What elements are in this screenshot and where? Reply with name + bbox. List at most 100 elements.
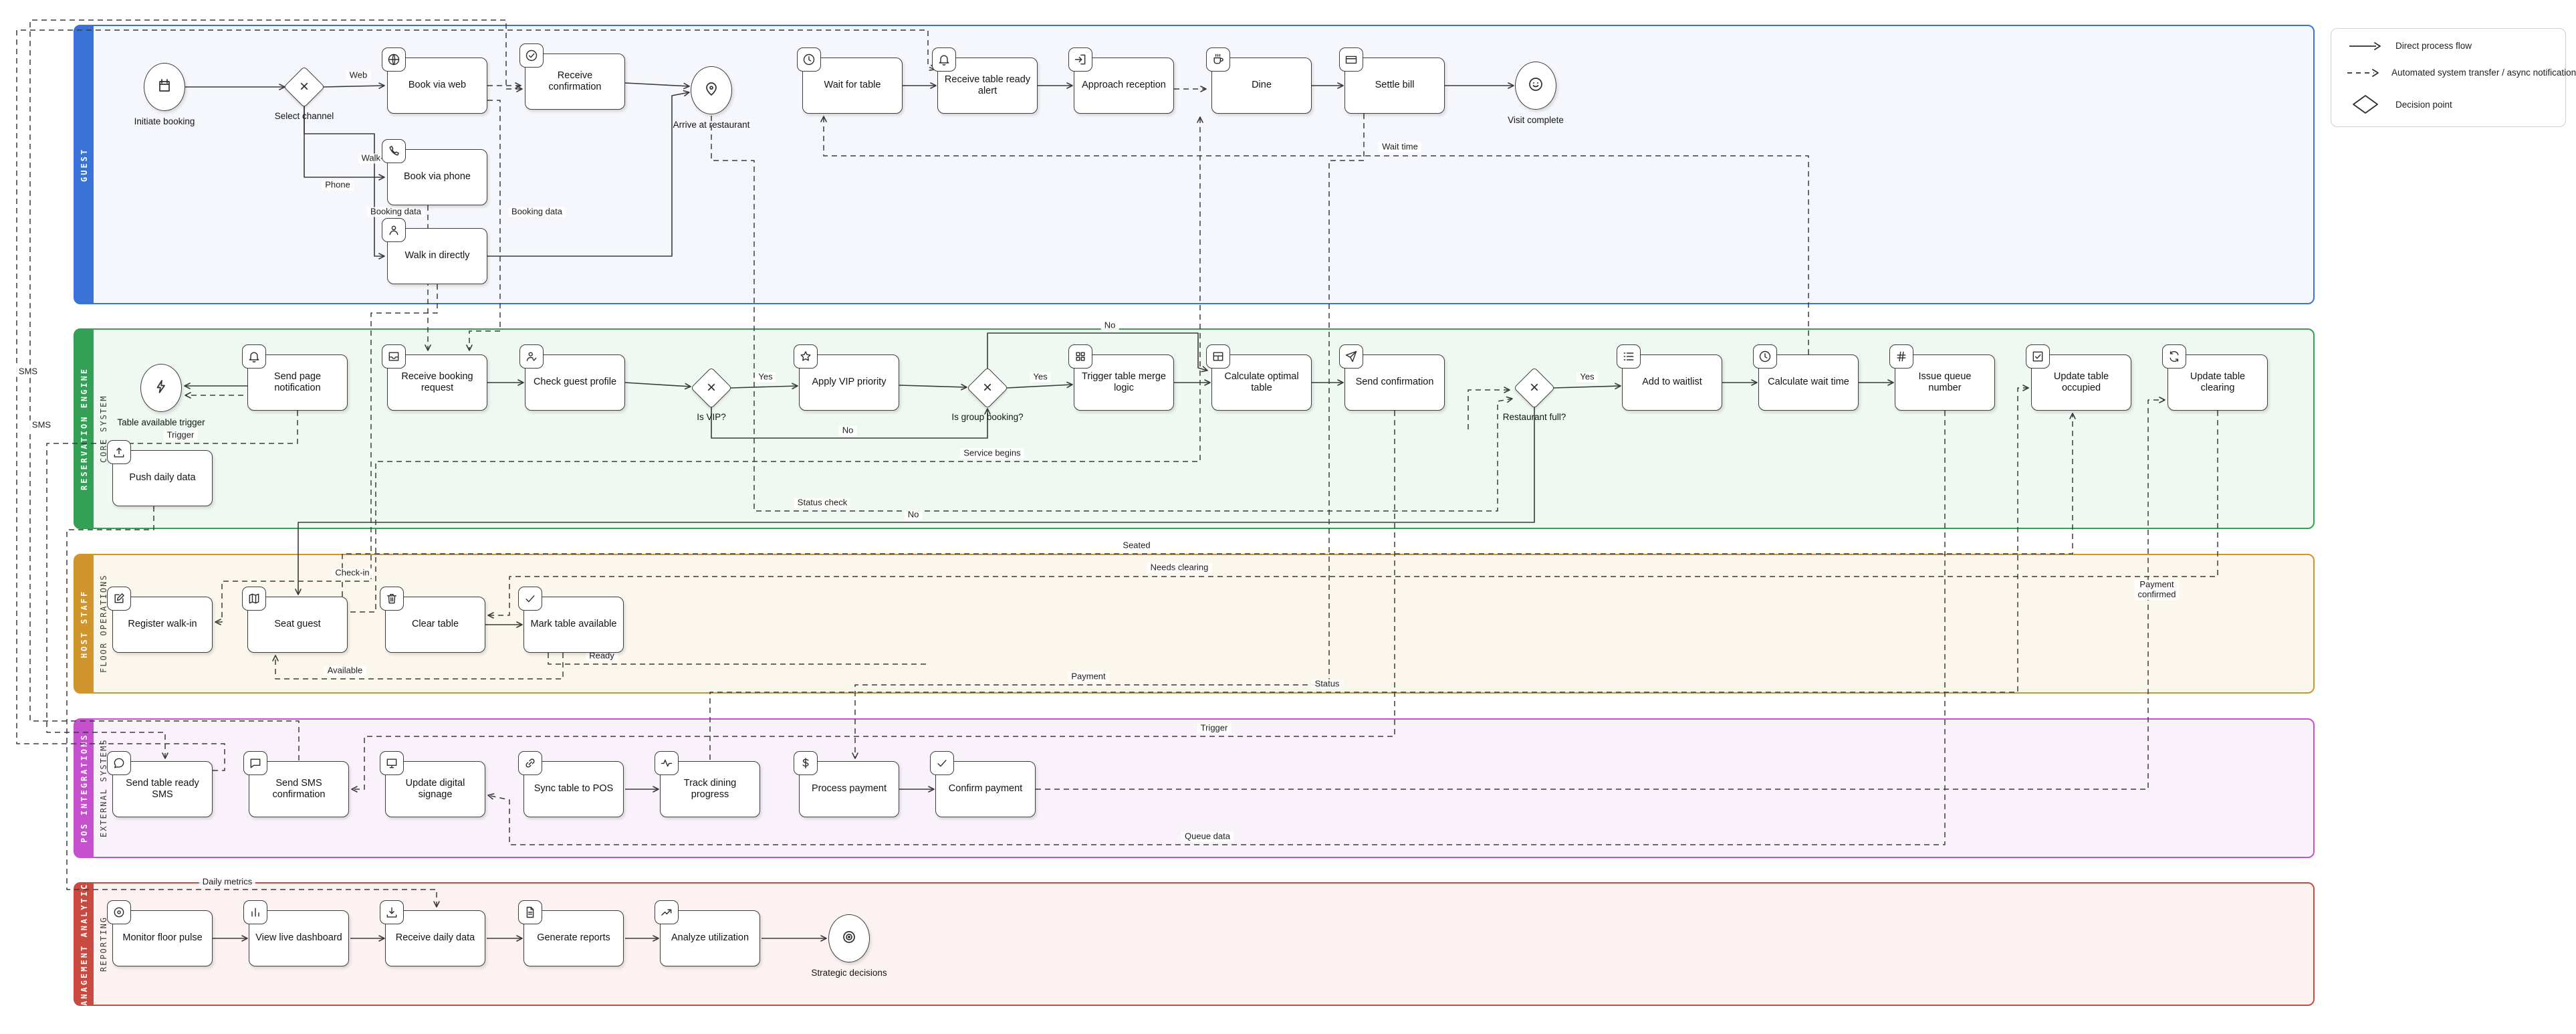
x-gateway-icon: × xyxy=(706,379,716,397)
edge-label: Yes xyxy=(1030,372,1051,383)
bolt-icon xyxy=(153,379,169,398)
edge-label: Wait time xyxy=(1379,142,1421,152)
edge-label: SMS xyxy=(15,367,41,377)
bell-icon xyxy=(242,344,266,369)
check-icon xyxy=(518,587,542,611)
async-flow-edge xyxy=(487,411,2218,619)
check-circle-icon xyxy=(519,43,544,68)
task-label: Receive confirmation xyxy=(548,70,602,92)
task-label: Send page notification xyxy=(273,371,322,393)
async-flow-edge xyxy=(548,653,927,665)
gateway-is-group-booking: × xyxy=(966,367,1009,409)
task-seat-guest: Seat guest xyxy=(242,587,348,653)
task-label: Book via web xyxy=(408,80,467,91)
task-label: Send confirmation xyxy=(1355,377,1434,388)
target-icon xyxy=(841,929,857,948)
task-update-digital-signage: Update digital signage xyxy=(380,751,485,817)
end-visit-complete xyxy=(1515,62,1556,110)
task-label: Add to waitlist xyxy=(1642,377,1702,388)
check-icon xyxy=(930,751,954,775)
task-label: Receive daily data xyxy=(395,932,475,944)
edit-icon xyxy=(107,587,131,611)
edge-label: Payment xyxy=(1068,671,1109,682)
task-label: Trigger table merge logic xyxy=(1082,371,1166,393)
globe-icon xyxy=(382,47,406,72)
task-label: Book via phone xyxy=(404,171,471,183)
edge-label: Yes xyxy=(755,372,776,383)
task-label: Calculate wait time xyxy=(1768,377,1849,388)
end-strategic-decisions xyxy=(828,914,870,962)
legend-label: Direct process flow xyxy=(2395,41,2472,51)
task-label: Update table clearing xyxy=(2190,371,2246,393)
grid-icon xyxy=(1068,344,1092,369)
edge-label: Ready xyxy=(586,651,618,661)
async-flow-edge xyxy=(215,284,438,625)
edge-label: Booking data xyxy=(508,207,566,217)
hash-icon xyxy=(1889,344,1913,369)
lane-pos-integrations-bar xyxy=(75,720,94,857)
trend-icon xyxy=(655,900,679,924)
process-flow-edge xyxy=(487,90,690,257)
calendar-icon xyxy=(156,78,172,97)
list-icon xyxy=(1617,344,1641,369)
task-label: Approach reception xyxy=(1082,80,1166,91)
x-gateway-icon: × xyxy=(299,78,309,96)
x-gateway-icon: × xyxy=(982,379,992,397)
task-label: Receive booking request xyxy=(401,371,473,393)
x-gateway-icon: × xyxy=(1529,379,1539,397)
edge-label: No xyxy=(1100,320,1119,331)
lane-guest-bar xyxy=(75,26,94,303)
task-label: Register walk-in xyxy=(128,619,197,630)
edge-label: Yes xyxy=(1576,372,1598,383)
legend-row: Automated system transfer / async notifi… xyxy=(2346,68,2576,78)
file-icon xyxy=(518,900,542,924)
task-book-via-web: Book via web xyxy=(382,47,487,114)
task-monitor-floor-pulse: Monitor floor pulse xyxy=(107,900,213,966)
task-label: Generate reports xyxy=(537,932,610,944)
task-wait-for-table: Wait for table xyxy=(797,47,903,114)
edge-label: Status xyxy=(1311,679,1343,690)
dashed-arrow-icon xyxy=(2346,68,2381,78)
edge-label: Queue data xyxy=(1181,831,1234,842)
task-settle-bill: Settle bill xyxy=(1339,47,1445,114)
process-flow-edge xyxy=(304,106,385,260)
start-arrive-at-restaurant xyxy=(691,66,732,114)
async-flow-edge xyxy=(852,114,1365,759)
task-add-to-waitlist: Add to waitlist xyxy=(1617,344,1722,411)
gateway-label: Select channel xyxy=(274,111,334,121)
task-confirm-payment: Confirm payment xyxy=(930,751,1036,817)
edge-label: Check-in xyxy=(332,568,373,579)
cup-icon xyxy=(1206,47,1230,72)
edge-label: Available xyxy=(324,665,366,676)
task-label: Apply VIP priority xyxy=(812,377,887,388)
download-icon xyxy=(380,900,404,924)
event-label: Strategic decisions xyxy=(811,968,887,978)
task-view-live-dashboard: View live dashboard xyxy=(243,900,349,966)
process-flow-edge xyxy=(1006,381,1073,389)
task-label: Walk in directly xyxy=(404,250,470,262)
process-flow-edge xyxy=(987,332,1208,373)
task-label: Process payment xyxy=(811,783,887,795)
edge-label: Seated xyxy=(1119,540,1154,551)
task-label: Analyze utilization xyxy=(671,932,749,944)
gateway-is-vip: × xyxy=(690,367,733,409)
task-issue-queue-number: Issue queue number xyxy=(1889,344,1995,411)
eye-icon xyxy=(107,900,131,924)
process-flow-edge xyxy=(624,82,690,90)
gateway-select-channel: × xyxy=(283,66,326,108)
task-label: Seat guest xyxy=(274,619,321,630)
event-label: Initiate booking xyxy=(134,116,195,126)
link-icon xyxy=(518,751,542,775)
task-book-via-phone: Book via phone xyxy=(382,139,487,205)
async-flow-edge xyxy=(350,116,1203,613)
edge-label: No xyxy=(904,510,923,520)
edge-label: Booking data xyxy=(367,207,425,217)
task-approach-reception: Approach reception xyxy=(1068,47,1174,114)
task-label: Dine xyxy=(1252,80,1272,91)
edge-label: Web xyxy=(346,70,371,81)
bar-chart-icon xyxy=(243,900,267,924)
task-label: Clear table xyxy=(411,619,459,630)
start-table-available-trigger xyxy=(140,364,182,412)
edge-label: Payment confirmed xyxy=(2134,579,2180,600)
